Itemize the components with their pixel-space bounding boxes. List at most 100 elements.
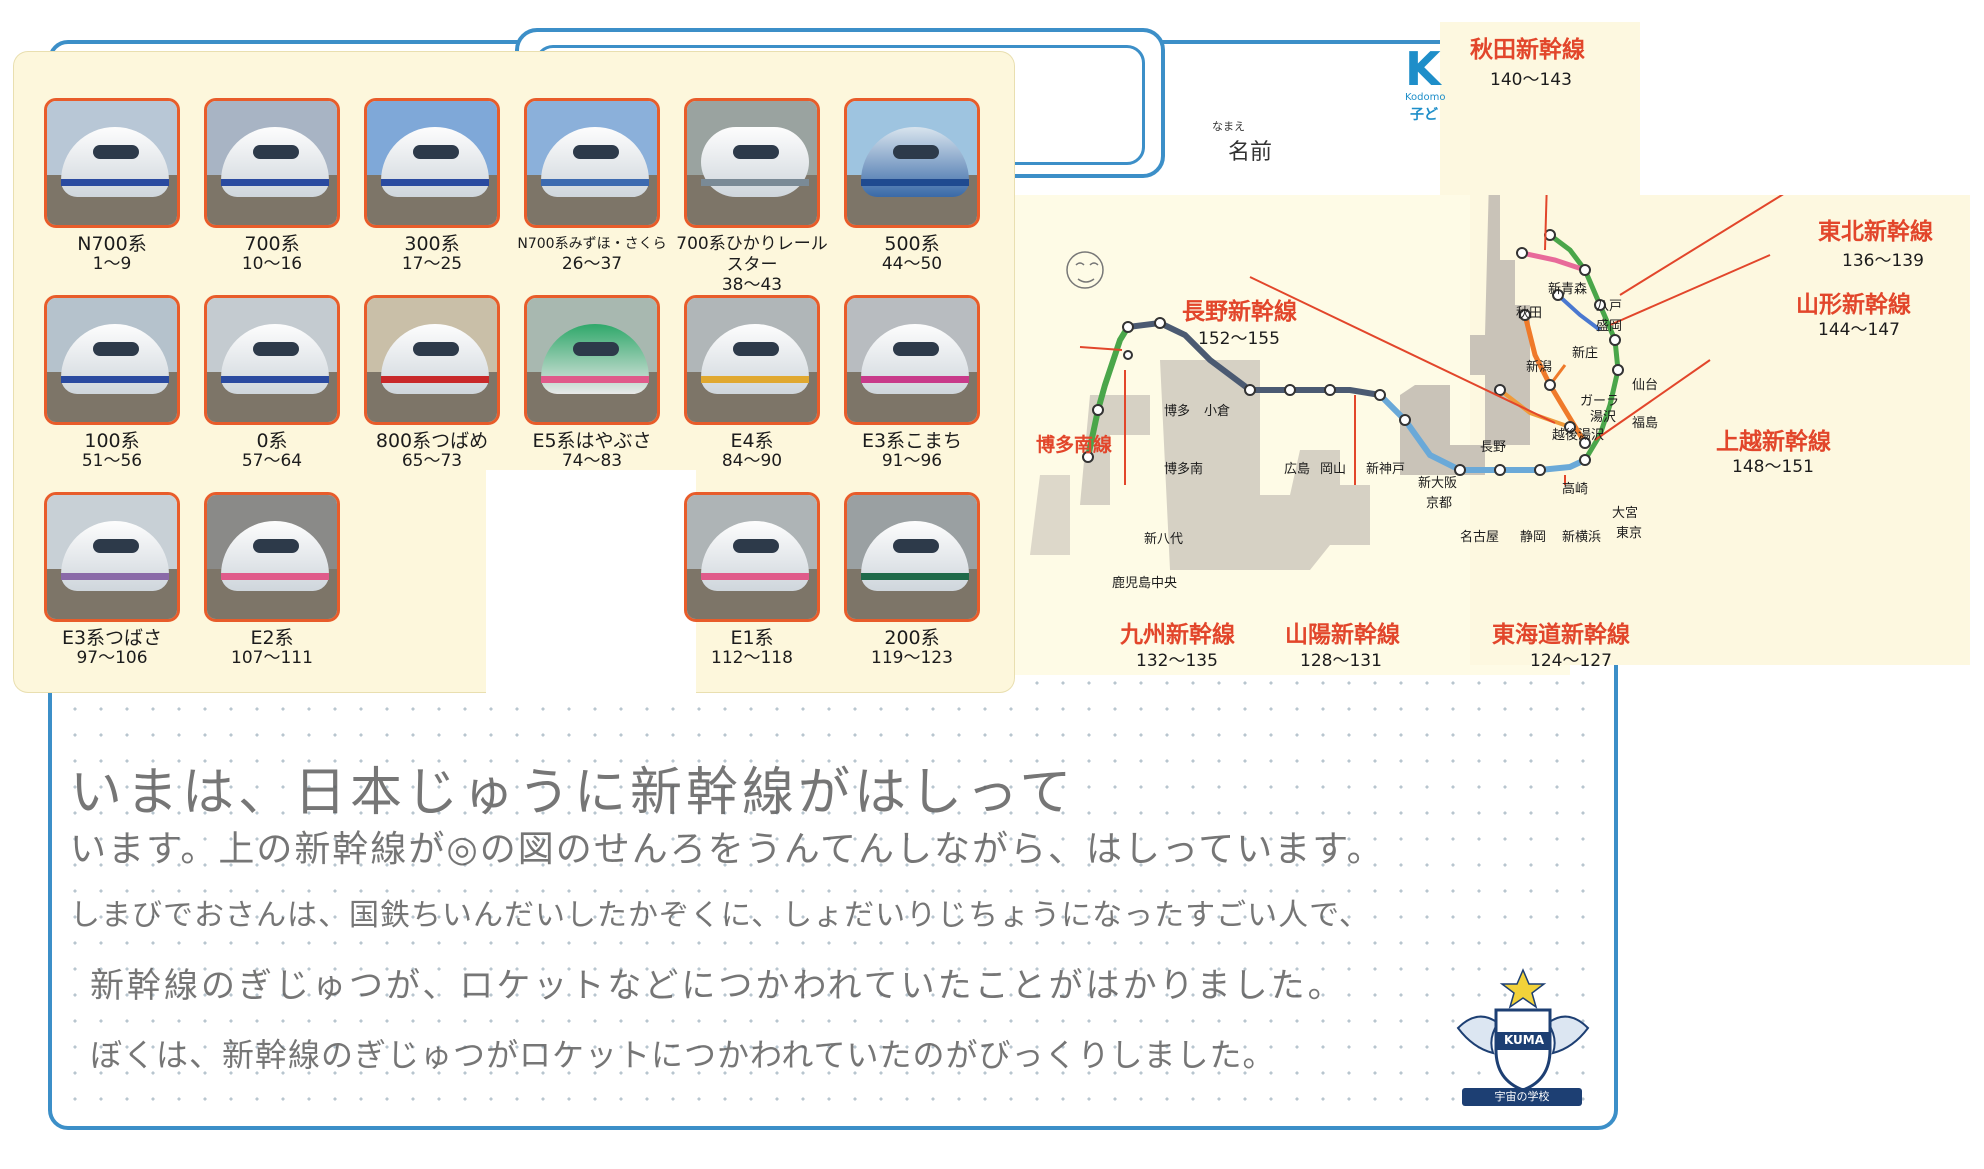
kodomo-logo-brand: Kodomo [1405,92,1446,103]
train-card: 700系ひかりレールスター 38～43 [672,98,832,295]
train-photo [44,492,180,622]
station-label: 名古屋 [1460,530,1500,545]
essay-line: います。上の新幹線が◎の図のせんろをうんてんしながら、はしっています。 [70,829,1385,870]
line-title-kyushu: 九州新幹線 [1120,622,1235,648]
train-range: 119～123 [871,648,953,668]
tokaido-route [1377,392,1587,473]
emblem-caption: 宇宙の学校 [1462,1088,1582,1106]
station-label: 福島 [1632,416,1659,431]
train-range: 65～73 [401,451,463,471]
station-dot [1374,389,1386,401]
akita-route [1521,250,1586,273]
kodomo-logo-sub: 子ど [1410,107,1438,123]
train-name: E5系はやぶさ [532,430,652,452]
train-range: 97～106 [76,648,148,668]
station-label: 大宮 [1612,506,1639,521]
train-card: E1系 112～118 [672,492,832,668]
train-card: 0系 57～64 [192,295,352,471]
station-label: 広島 [1284,462,1311,477]
wing-icon [1546,1015,1590,1055]
station-label: 八戸 [1596,299,1623,314]
station-dot [1544,379,1556,391]
line-range-tokaido: 124～127 [1530,651,1612,671]
station-label: 新横浜 [1562,530,1602,545]
station-label: 仙台 [1632,378,1659,393]
station-dot [1244,384,1256,396]
train-name: 300系 [404,233,460,255]
line-title-joetsu: 上越新幹線 [1716,429,1831,455]
train-card: E3系こまち 91～96 [832,295,992,471]
station-label: 盛岡 [1596,319,1623,334]
line-title-yamagata: 山形新幹線 [1796,292,1911,318]
station-dot [1516,247,1528,259]
station-label: 静岡 [1520,530,1547,545]
train-range: 112～118 [711,648,793,668]
station-label: 鹿児島中央 [1112,576,1178,591]
train-name: 100系 [84,430,140,452]
station-dot [1579,437,1591,449]
station-dot [1494,464,1506,476]
station-label: 新青森 [1548,282,1588,297]
line-title-sanyo: 山陽新幹線 [1285,622,1400,648]
station-dot [1534,464,1546,476]
station-dot [1324,384,1336,396]
train-photo [844,492,980,622]
station-dot [1454,464,1466,476]
train-name: 700系 [244,233,300,255]
train-card: 500系 44～50 [832,98,992,274]
train-range: 38～43 [721,275,783,295]
train-name: 800系つばめ [375,430,489,452]
station-dot [1122,321,1134,333]
map-land-shape [1160,360,1370,570]
train-range: 10～16 [241,254,303,274]
station-dot [1564,421,1576,433]
station-dot [1579,264,1591,276]
station-label: 博多 [1164,404,1191,419]
station-label: 長野 [1480,440,1507,455]
station-label: 岡山 [1320,462,1347,477]
wing-icon [1456,1015,1500,1055]
line-range-nagano: 152～155 [1198,329,1280,349]
train-photo [524,295,660,425]
pointer-hakata-minami [1079,346,1123,351]
train-name: 0系 [256,430,288,452]
essay-line: いまは、日本じゅうに新幹線がはしって [70,763,1076,823]
pointer-tohoku [1619,195,1784,296]
pointer-joetsu [1594,359,1711,441]
train-photo [844,295,980,425]
station-label: 湯沢 [1590,410,1617,425]
dot-grid-writing-area [62,670,1602,1110]
train-name: 200系 [884,627,940,649]
station-label: 博多南 [1164,462,1204,477]
train-card: E5系はやぶさ 74～83 [512,295,672,471]
line-title-nagano: 長野新幹線 [1182,299,1297,325]
train-card: N700系みずほ・さくら 26～37 [512,98,672,274]
station-label: 小倉 [1204,404,1231,419]
essay-line: ぼくは、新幹線のぎじゅつがロケットにつかわれていたのがびっくりしました。 [90,1036,1276,1074]
station-dot [1612,364,1624,376]
emblem-text: KUMA [1503,1033,1545,1047]
train-range: 1～9 [92,254,132,274]
train-range: 26～37 [561,254,623,274]
shinkansen-route-map [1030,195,1784,570]
line-title-tokaido: 東海道新幹線 [1492,622,1630,648]
line-title-hakata-minami: 博多南線 [1036,434,1113,456]
pointer-akita [1544,195,1548,251]
kyushu-route [1085,325,1131,458]
doodle-face [1066,251,1104,289]
train-card: E3系つばさ 97～106 [32,492,192,668]
train-range: 51～56 [81,451,143,471]
train-photo [524,98,660,228]
train-photo [204,295,340,425]
station-label: 秋田 [1516,306,1543,321]
train-name: E1系 [730,627,774,649]
line-range-tohoku: 136～139 [1842,251,1924,271]
train-range: 74～83 [561,451,623,471]
train-photo [684,98,820,228]
station-dot [1552,289,1564,301]
train-range: 17～25 [401,254,463,274]
station-dot [1399,414,1411,426]
train-card: 700系 10～16 [192,98,352,274]
map-land-shape [1030,475,1070,555]
train-photo [204,492,340,622]
